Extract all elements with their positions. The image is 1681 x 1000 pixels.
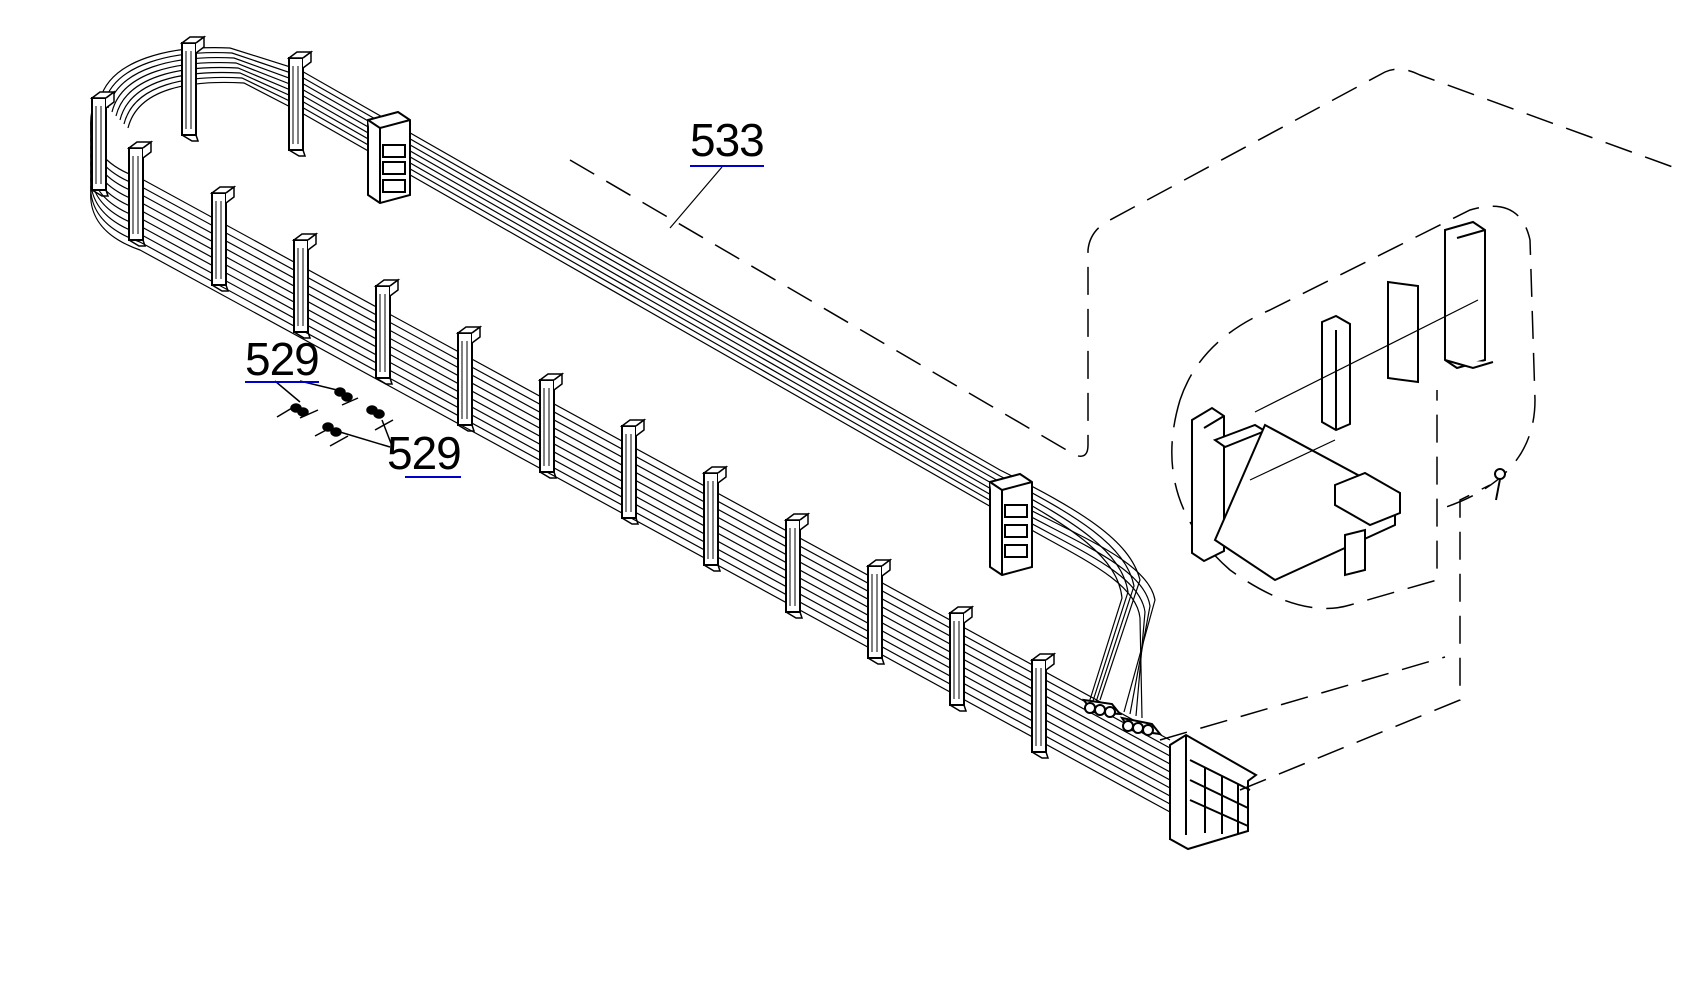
ferrite-clip-upper	[367, 110, 411, 205]
callout-529-upper-label: 529	[245, 333, 320, 385]
detail-boundaries	[569, 68, 1681, 791]
cable-clamps	[91, 36, 1055, 759]
end-connector-housing	[1169, 733, 1258, 851]
callout-533-label: 533	[690, 114, 765, 166]
connector-housing-detail	[1191, 220, 1506, 582]
ferrite-clip-lower	[989, 472, 1033, 577]
callout-529-lower-label: 529	[387, 427, 462, 479]
leader-lines	[669, 166, 723, 229]
callout-533[interactable]: 533	[690, 114, 765, 167]
alignment-lines	[1249, 299, 1479, 481]
branch-connectors	[1081, 698, 1163, 736]
callout-529-lower-underline	[405, 476, 461, 478]
screws	[274, 380, 394, 448]
callout-533-underline	[690, 165, 764, 167]
callout-529-upper[interactable]: 529	[245, 333, 320, 385]
callout-529-lower[interactable]: 529	[387, 427, 462, 479]
callout-529-upper-underline	[245, 381, 319, 383]
